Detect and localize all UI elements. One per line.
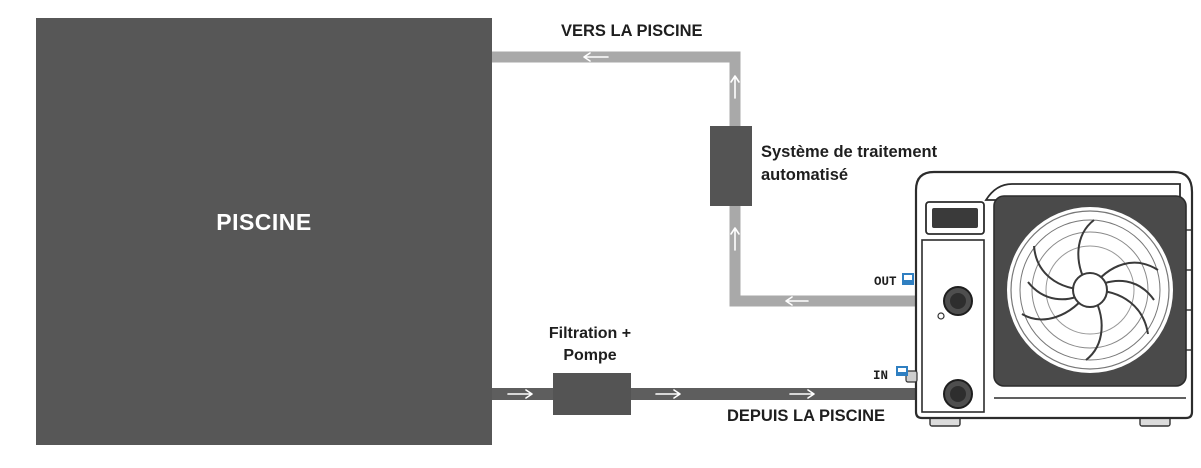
flow-arrow <box>583 52 609 62</box>
water-in-icon <box>896 366 908 376</box>
treatment-system-box <box>710 126 752 206</box>
flow-arrow <box>789 389 815 399</box>
flow-arrow <box>730 75 740 99</box>
return-line-label: VERS LA PISCINE <box>561 22 703 40</box>
flow-arrow <box>507 389 533 399</box>
treatment-system-label-line2: automatisé <box>761 166 849 184</box>
supply-line-label: DEPUIS LA PISCINE <box>727 407 885 425</box>
flow-arrow <box>655 389 681 399</box>
pool-block <box>36 18 492 445</box>
treatment-system-label: Système de traitement <box>761 143 938 161</box>
flow-arrow <box>785 296 809 306</box>
out-port-label: OUT <box>874 275 897 289</box>
in-port-label: IN <box>873 369 889 383</box>
filtration-pump-box <box>553 373 631 415</box>
filtration-label: Filtration + <box>548 325 632 342</box>
out-port <box>937 286 973 320</box>
in-port <box>905 370 973 409</box>
pool-label: PISCINE <box>216 208 312 235</box>
filtration-label-line2: Pompe <box>563 347 617 364</box>
heat-pump-unit <box>896 170 1194 427</box>
water-out-icon <box>902 273 914 285</box>
flow-arrow <box>730 227 740 251</box>
